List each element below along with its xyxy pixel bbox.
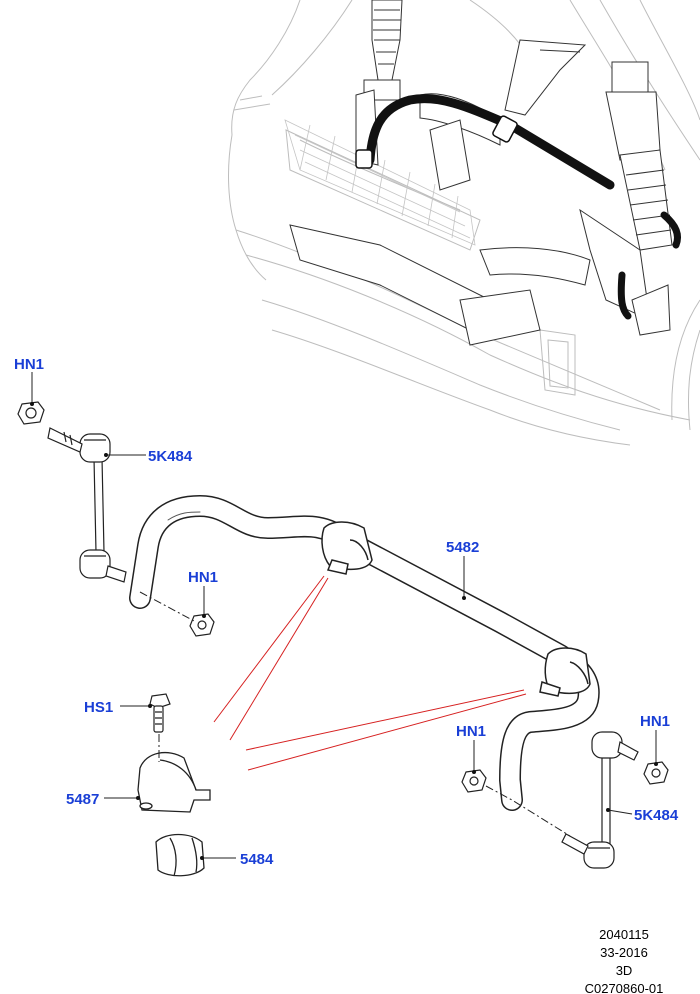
vehicle-outline: [228, 0, 700, 446]
bushing-5484: [155, 833, 205, 877]
callout-hn1-right[interactable]: HN1: [640, 713, 670, 730]
nut-hn1-right: [643, 761, 669, 785]
installed-suspension: [289, 0, 673, 346]
callout-hn1-right-center[interactable]: HN1: [456, 723, 486, 740]
callout-5k484-left[interactable]: 5K484: [148, 448, 193, 465]
red-leaders: [213, 575, 527, 771]
callout-leaders: [31, 372, 657, 859]
installed-bar-clamps: [355, 115, 518, 169]
callout-hn1-mid-left[interactable]: HN1: [188, 569, 218, 586]
reference-line-1: 2040115: [599, 927, 649, 942]
callout-hs1[interactable]: HS1: [84, 699, 113, 716]
installed-stabilizer-bar: [365, 94, 681, 320]
reference-line-2: 33-2016: [600, 945, 648, 960]
nut-hn1-top-left: [17, 401, 45, 425]
bar-clamp-left: [321, 521, 373, 575]
clamp-5487: [137, 751, 211, 813]
nut-hn1-mid-left: [189, 613, 215, 637]
leader-dots: [30, 402, 658, 860]
grille-mesh: [284, 119, 476, 246]
reference-line-4: C0270860-01: [584, 981, 664, 994]
callout-5487[interactable]: 5487: [66, 791, 99, 808]
bar-clamp-right: [539, 647, 591, 697]
callout-hn1-top-left[interactable]: HN1: [14, 356, 44, 373]
callout-5k484-right[interactable]: 5K484: [634, 807, 679, 824]
assembly-axes: [139, 591, 571, 837]
callout-5482[interactable]: 5482: [446, 539, 479, 556]
reference-line-3: 3D: [615, 963, 633, 978]
reference-block: 2040115 33-2016 3D C0270860-01: [554, 926, 694, 994]
stabilizer-link-left: [47, 427, 127, 583]
bolt-hs1: [149, 693, 171, 733]
nut-hn1-right-center: [461, 769, 487, 793]
callout-5484[interactable]: 5484: [240, 851, 274, 868]
stabilizer-link-right: [561, 731, 639, 869]
